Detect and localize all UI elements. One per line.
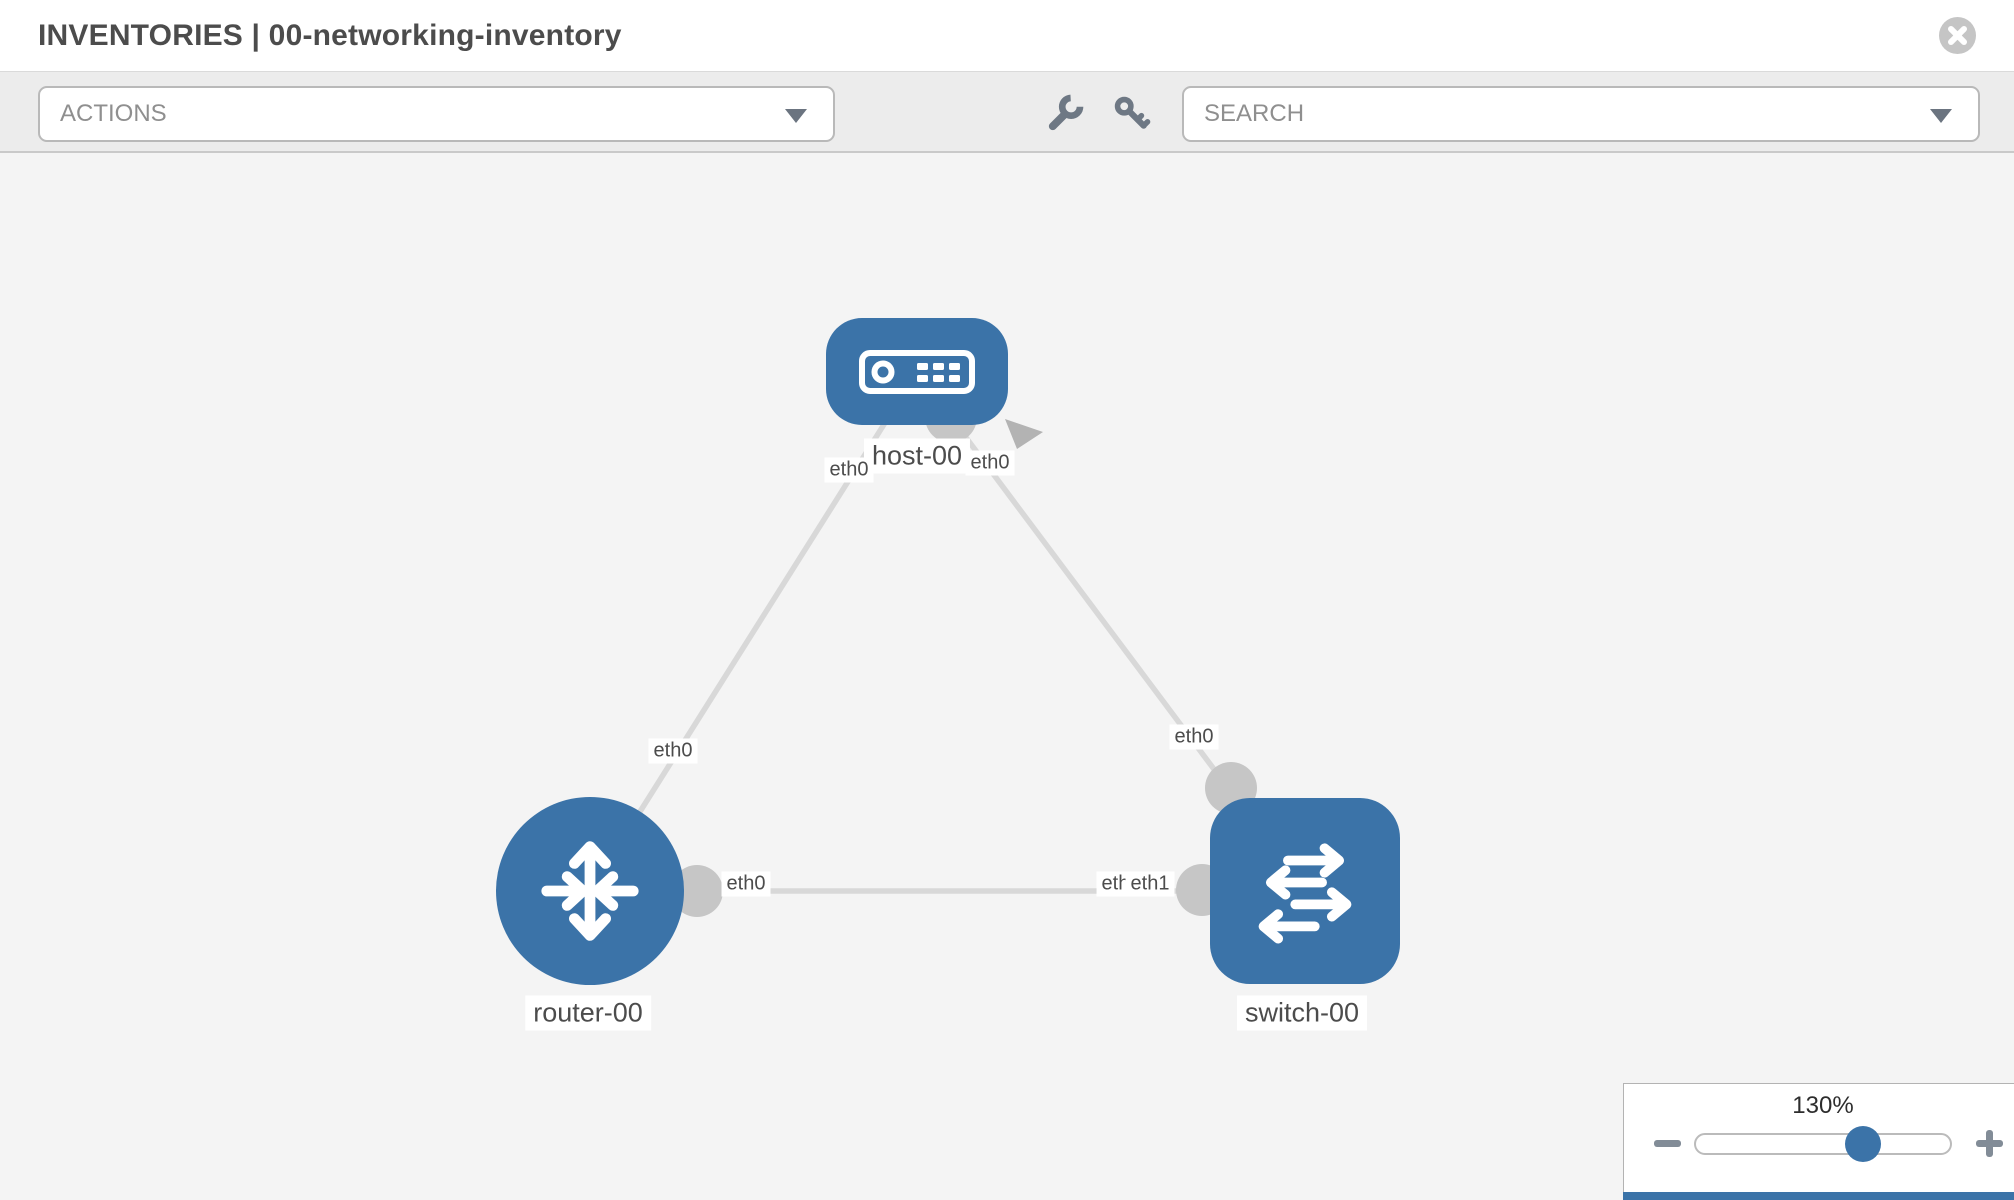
interface-label-host-eth0-right: eth0: [965, 450, 1015, 476]
topology-canvas[interactable]: host-00 router-00 switch-00 eth0 eth0 et…: [0, 153, 2014, 1200]
interface-label-router-eth0: eth0: [648, 738, 698, 764]
wrench-icon: [1048, 94, 1084, 131]
node-label-switch: switch-00: [1236, 995, 1368, 1031]
header-bar: INVENTORIES | 00-networking-inventory: [0, 0, 2014, 72]
interface-label-switch-eth0: eth0: [1169, 724, 1219, 750]
node-label-router: router-00: [525, 995, 651, 1031]
actions-dropdown-label: ACTIONS: [60, 100, 167, 127]
host-icon: [859, 349, 975, 394]
close-button[interactable]: [1939, 17, 1976, 54]
actions-dropdown[interactable]: ACTIONS: [38, 86, 835, 142]
search-dropdown[interactable]: SEARCH: [1182, 86, 1980, 142]
key-icon: [1114, 96, 1151, 129]
node-router-00[interactable]: [496, 797, 684, 985]
caret-down-icon: [1930, 109, 1952, 123]
zoom-slider-knob[interactable]: [1845, 1126, 1881, 1162]
interface-label-host-eth0-left: eth0: [824, 457, 874, 483]
page-title: INVENTORIES | 00-networking-inventory: [38, 18, 622, 52]
zoom-slider-track[interactable]: [1694, 1133, 1952, 1155]
interface-label-overlap-eth1: eth1: [1125, 871, 1175, 897]
configure-button[interactable]: [1045, 94, 1085, 134]
bottom-accent-strip: [1623, 1192, 2014, 1200]
interface-label-router-link-eth0: eth0: [721, 871, 771, 897]
node-switch-00[interactable]: [1210, 798, 1400, 984]
close-icon: [1948, 26, 1967, 45]
router-icon: [541, 841, 639, 941]
toolbar: ACTIONS SEARCH: [0, 72, 2014, 153]
key-legend-button[interactable]: [1112, 94, 1152, 134]
zoom-in-button plus-icon[interactable]: [1976, 1130, 2003, 1157]
topology-links-layer: [587, 370, 1308, 917]
node-label-host: host-00: [863, 438, 971, 474]
zoom-panel: 130%: [1623, 1083, 2014, 1200]
search-dropdown-label: SEARCH: [1204, 100, 1305, 127]
node-host-00[interactable]: [826, 318, 1008, 425]
zoom-out-button minus-icon[interactable]: [1654, 1140, 1681, 1147]
switch-icon: [1258, 843, 1352, 944]
caret-down-icon: [785, 109, 807, 123]
zoom-level-value: 130%: [1792, 1092, 1854, 1119]
mouse-cursor: [1005, 419, 1043, 449]
